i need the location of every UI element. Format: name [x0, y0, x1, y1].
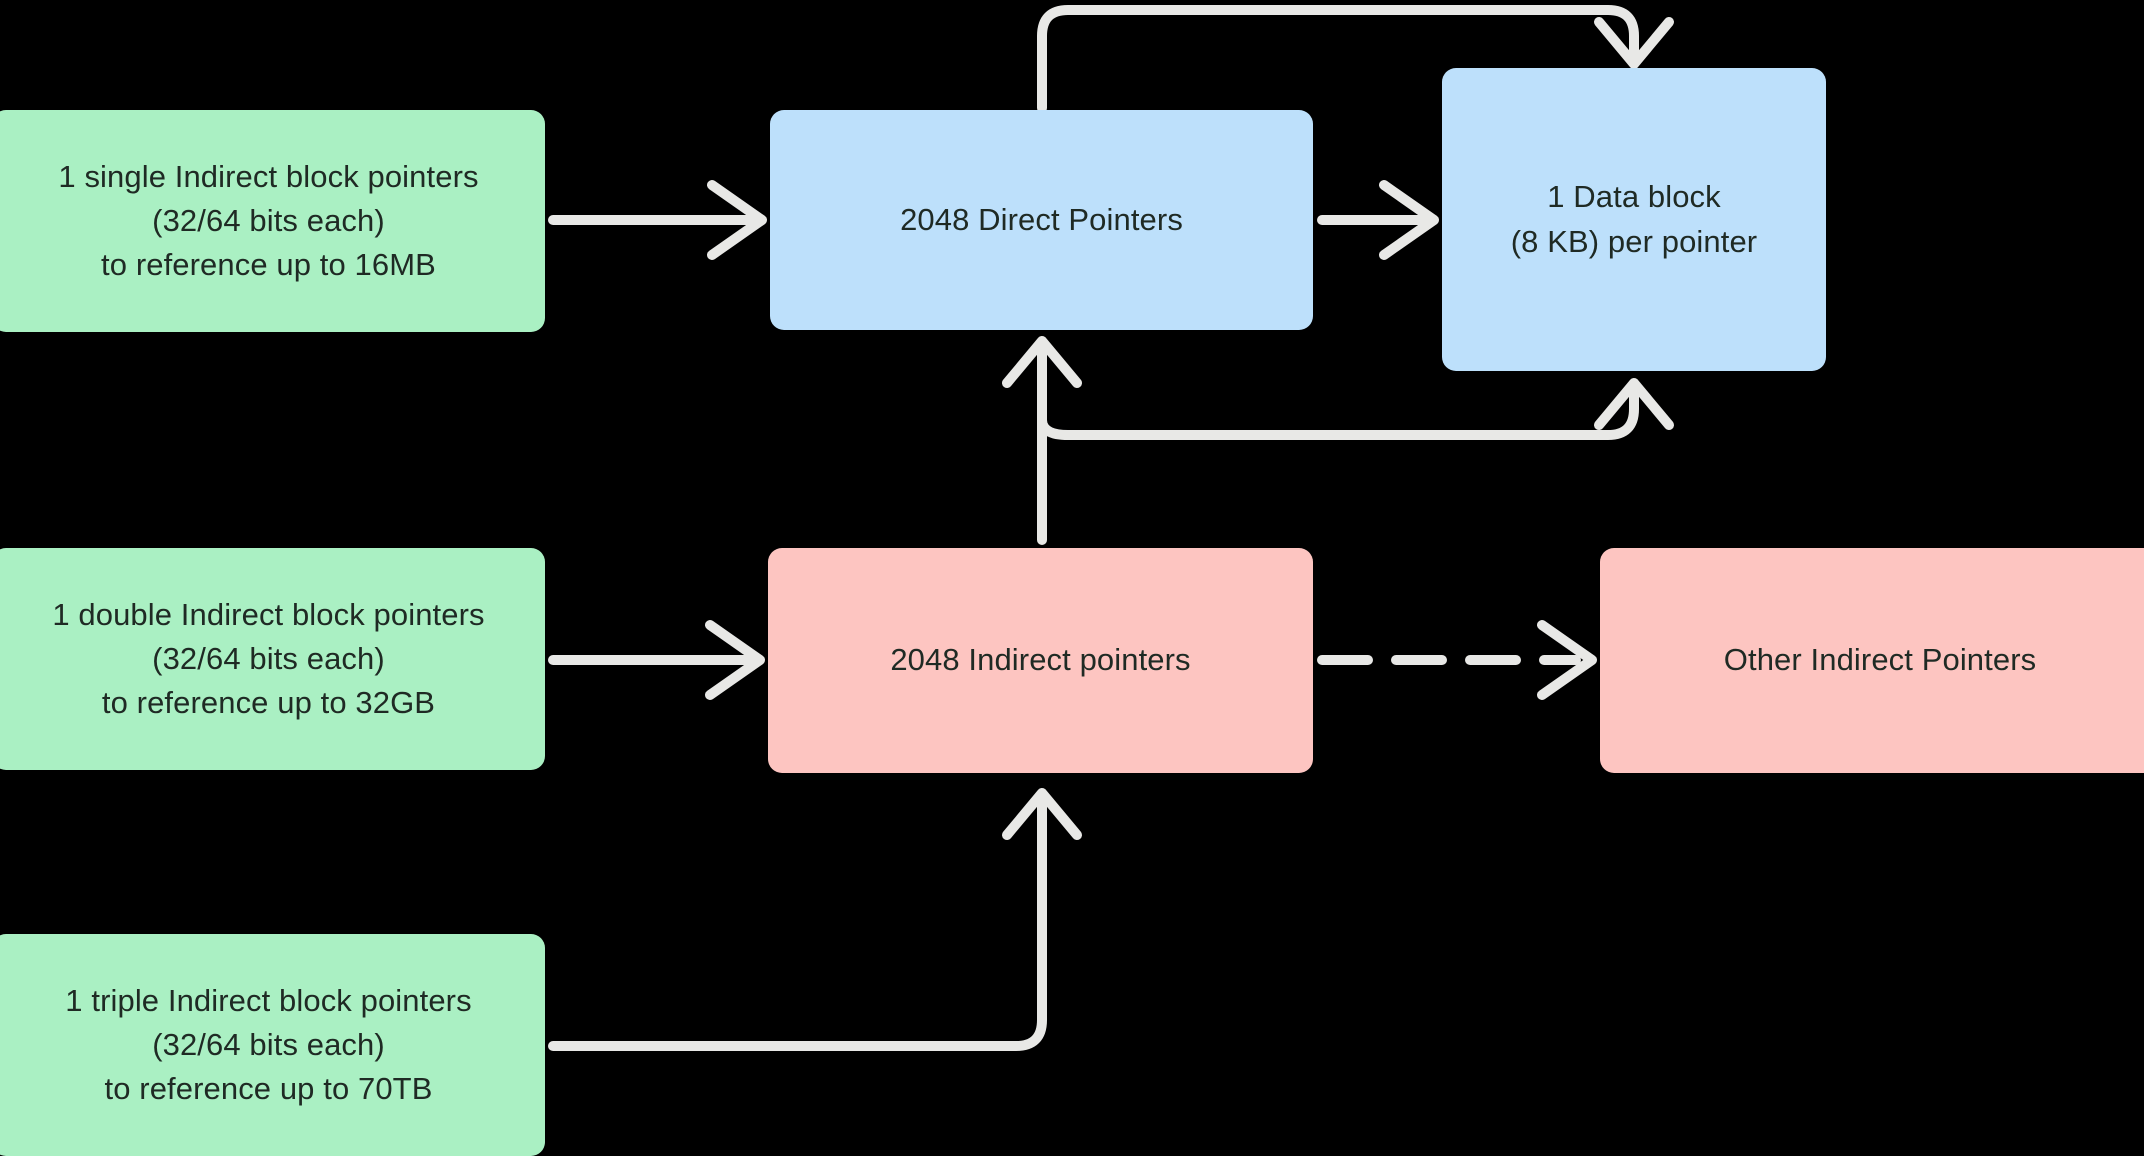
node-label: 1 Data block (8 KB) per pointer: [1510, 179, 1758, 259]
node-double-indirect-block-pointers[interactable]: 1 double Indirect block pointers (32/64 …: [0, 548, 545, 770]
edge-single-to-direct: [548, 180, 767, 260]
edge-triple-to-indirect: [548, 788, 1082, 1051]
node-label: Other Indirect Pointers: [1723, 642, 2037, 678]
node-label: 1 triple Indirect block pointers (32/64 …: [65, 982, 472, 1106]
node-label: 1 single Indirect block pointers (32/64 …: [58, 158, 479, 282]
node-data-block[interactable]: 1 Data block (8 KB) per pointer: [1442, 68, 1826, 371]
edge-double-to-indirect: [548, 620, 765, 700]
node-label: 2048 Indirect pointers: [890, 642, 1191, 678]
edge-indirect-to-other: [1317, 620, 1597, 700]
node-triple-indirect-block-pointers[interactable]: 1 triple Indirect block pointers (32/64 …: [0, 934, 545, 1156]
edge-indirect-to-direct: [1002, 336, 1082, 545]
edge-direct-to-datablock: [1317, 180, 1439, 260]
node-label: 2048 Direct Pointers: [900, 201, 1183, 237]
edge-indirect-to-datablock: [1037, 378, 1674, 440]
node-single-indirect-block-pointers[interactable]: 1 single Indirect block pointers (32/64 …: [0, 110, 545, 332]
node-label: 1 double Indirect block pointers (32/64 …: [52, 596, 485, 720]
node-other-indirect-pointers[interactable]: Other Indirect Pointers: [1600, 548, 2144, 773]
node-indirect-pointers[interactable]: 2048 Indirect pointers: [768, 548, 1313, 773]
node-direct-pointers[interactable]: 2048 Direct Pointers: [770, 110, 1313, 330]
